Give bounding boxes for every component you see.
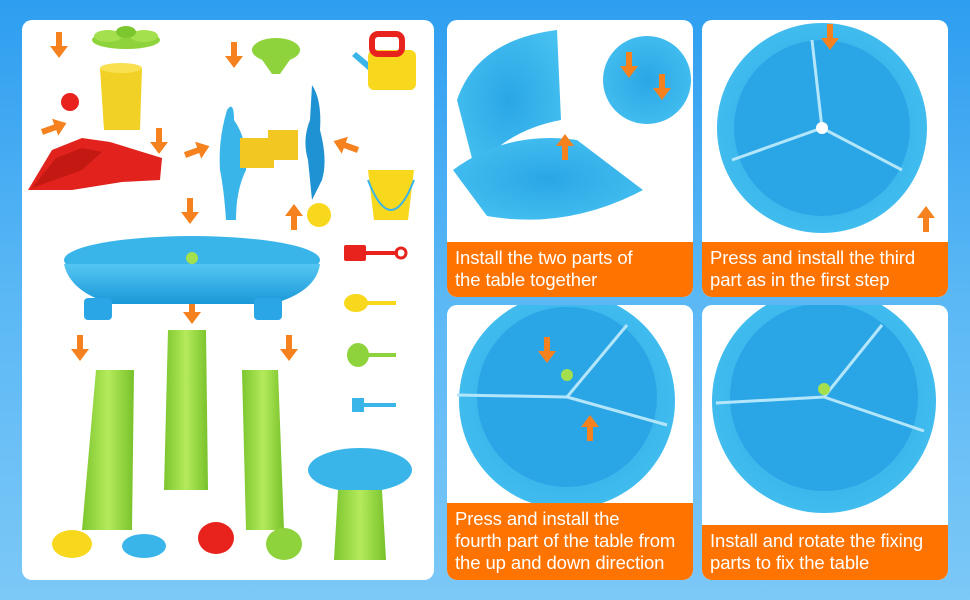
step-1-caption: Install the two parts of the table toget…: [447, 242, 693, 297]
step-2-panel: Press and install the third part as in t…: [702, 20, 948, 297]
step-3-caption: Press and install the fourth part of the…: [447, 503, 693, 580]
round-table-top: [64, 236, 320, 320]
step-2-caption: Press and install the third part as in t…: [702, 242, 948, 297]
parts-illustration: [28, 26, 416, 560]
step-1-illustration: [453, 30, 691, 220]
step-1-panel: Install the two parts of the table toget…: [447, 20, 693, 297]
step-2-illustration: [717, 23, 935, 233]
step-4-caption: Install and rotate the fixing parts to f…: [702, 525, 948, 580]
step-3-panel: Press and install the fourth part of the…: [447, 305, 693, 580]
palm-leaves: [92, 26, 160, 49]
step-4-panel: Install and rotate the fixing parts to f…: [702, 305, 948, 580]
step-4-illustration: [712, 305, 936, 513]
step-3-illustration: [456, 305, 675, 505]
parts-list-panel: [22, 20, 434, 580]
